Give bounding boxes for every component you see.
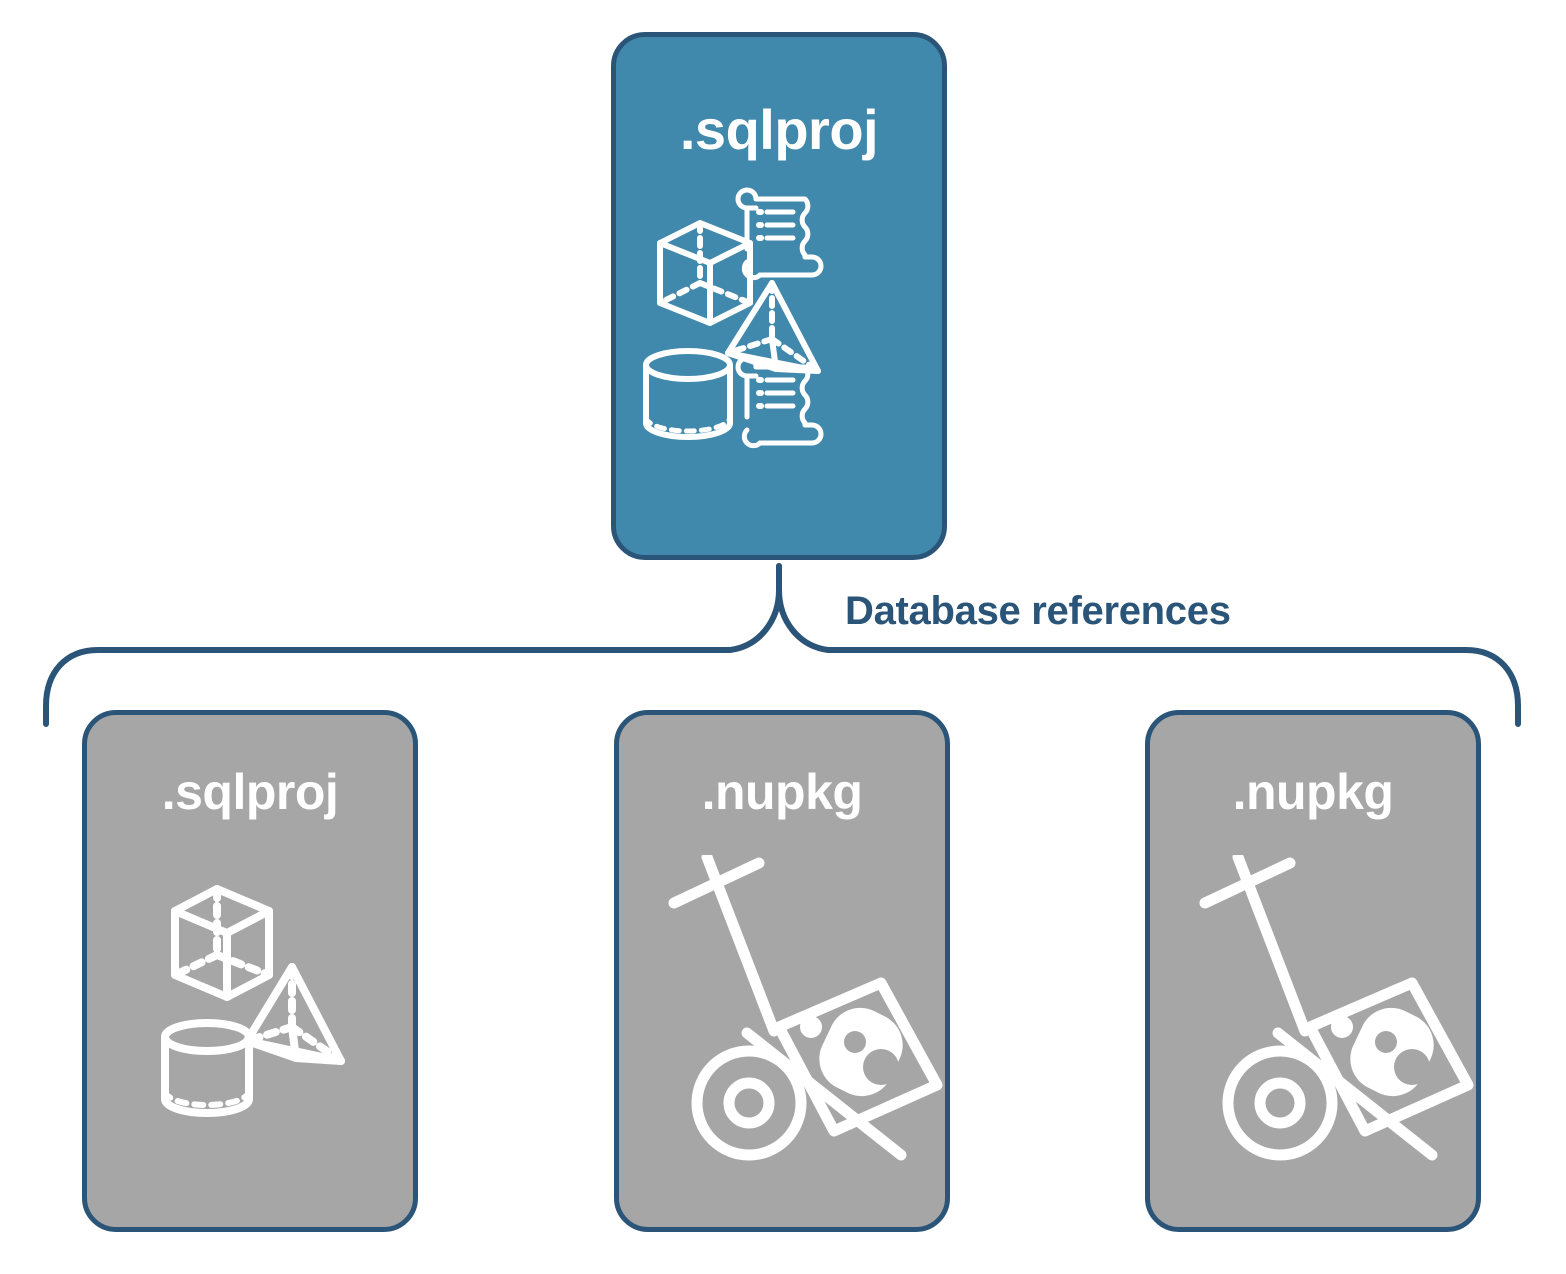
nuget-package-icon xyxy=(1304,977,1474,1137)
cube-icon xyxy=(171,885,273,1001)
hand-truck-icon xyxy=(1199,851,1438,1161)
pyramid-icon xyxy=(243,963,345,1065)
node-icon-group xyxy=(616,187,942,457)
node-sqlproj-root[interactable]: .sqlproj xyxy=(611,32,947,560)
nuget-package-icon xyxy=(773,977,943,1137)
node-nupkg-reference-2[interactable]: .nupkg xyxy=(1145,710,1481,1232)
node-title: .nupkg xyxy=(701,764,863,820)
scroll-icon xyxy=(735,187,824,281)
node-title: .nupkg xyxy=(1232,764,1394,820)
brace-label: Database references xyxy=(845,589,1231,633)
node-icon-group xyxy=(1150,851,1476,1175)
node-title: .sqlproj xyxy=(161,764,339,820)
hand-truck-icon xyxy=(668,851,907,1161)
node-icon-group xyxy=(87,865,413,1145)
scroll-icon xyxy=(735,355,824,449)
cube-icon xyxy=(657,220,753,326)
cylinder-icon xyxy=(161,1019,253,1117)
node-icon-group xyxy=(619,851,945,1175)
node-sqlproj-reference[interactable]: .sqlproj xyxy=(82,710,418,1232)
cylinder-icon xyxy=(643,348,733,440)
node-title: .sqlproj xyxy=(679,98,879,161)
node-nupkg-reference-1[interactable]: .nupkg xyxy=(614,710,950,1232)
